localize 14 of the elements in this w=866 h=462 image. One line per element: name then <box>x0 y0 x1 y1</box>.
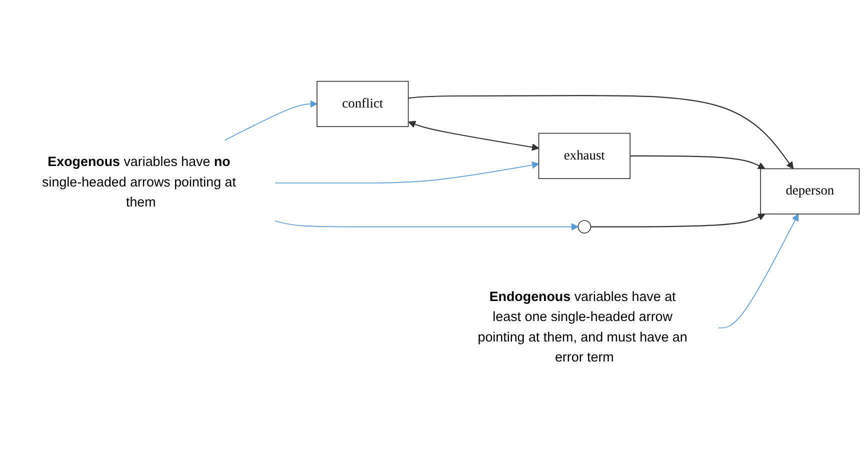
arrow <box>408 120 540 151</box>
arrow <box>408 95 794 170</box>
node-text: Exogenous variables have no single-headed arrows pointing at them <box>42 155 236 210</box>
arrow <box>630 155 766 170</box>
arrow <box>274 220 578 230</box>
node-circle <box>578 220 592 234</box>
arrow <box>274 161 540 184</box>
node-box: deperson <box>760 168 860 214</box>
arrow <box>224 100 318 141</box>
node-box: conflict <box>316 80 409 127</box>
arrow <box>590 214 766 228</box>
node-text: Endogenous variables have at least one single-headed arrow pointing at them, and must have an error term <box>478 290 688 365</box>
node-box: exhaust <box>538 132 630 179</box>
arrow <box>718 214 799 328</box>
